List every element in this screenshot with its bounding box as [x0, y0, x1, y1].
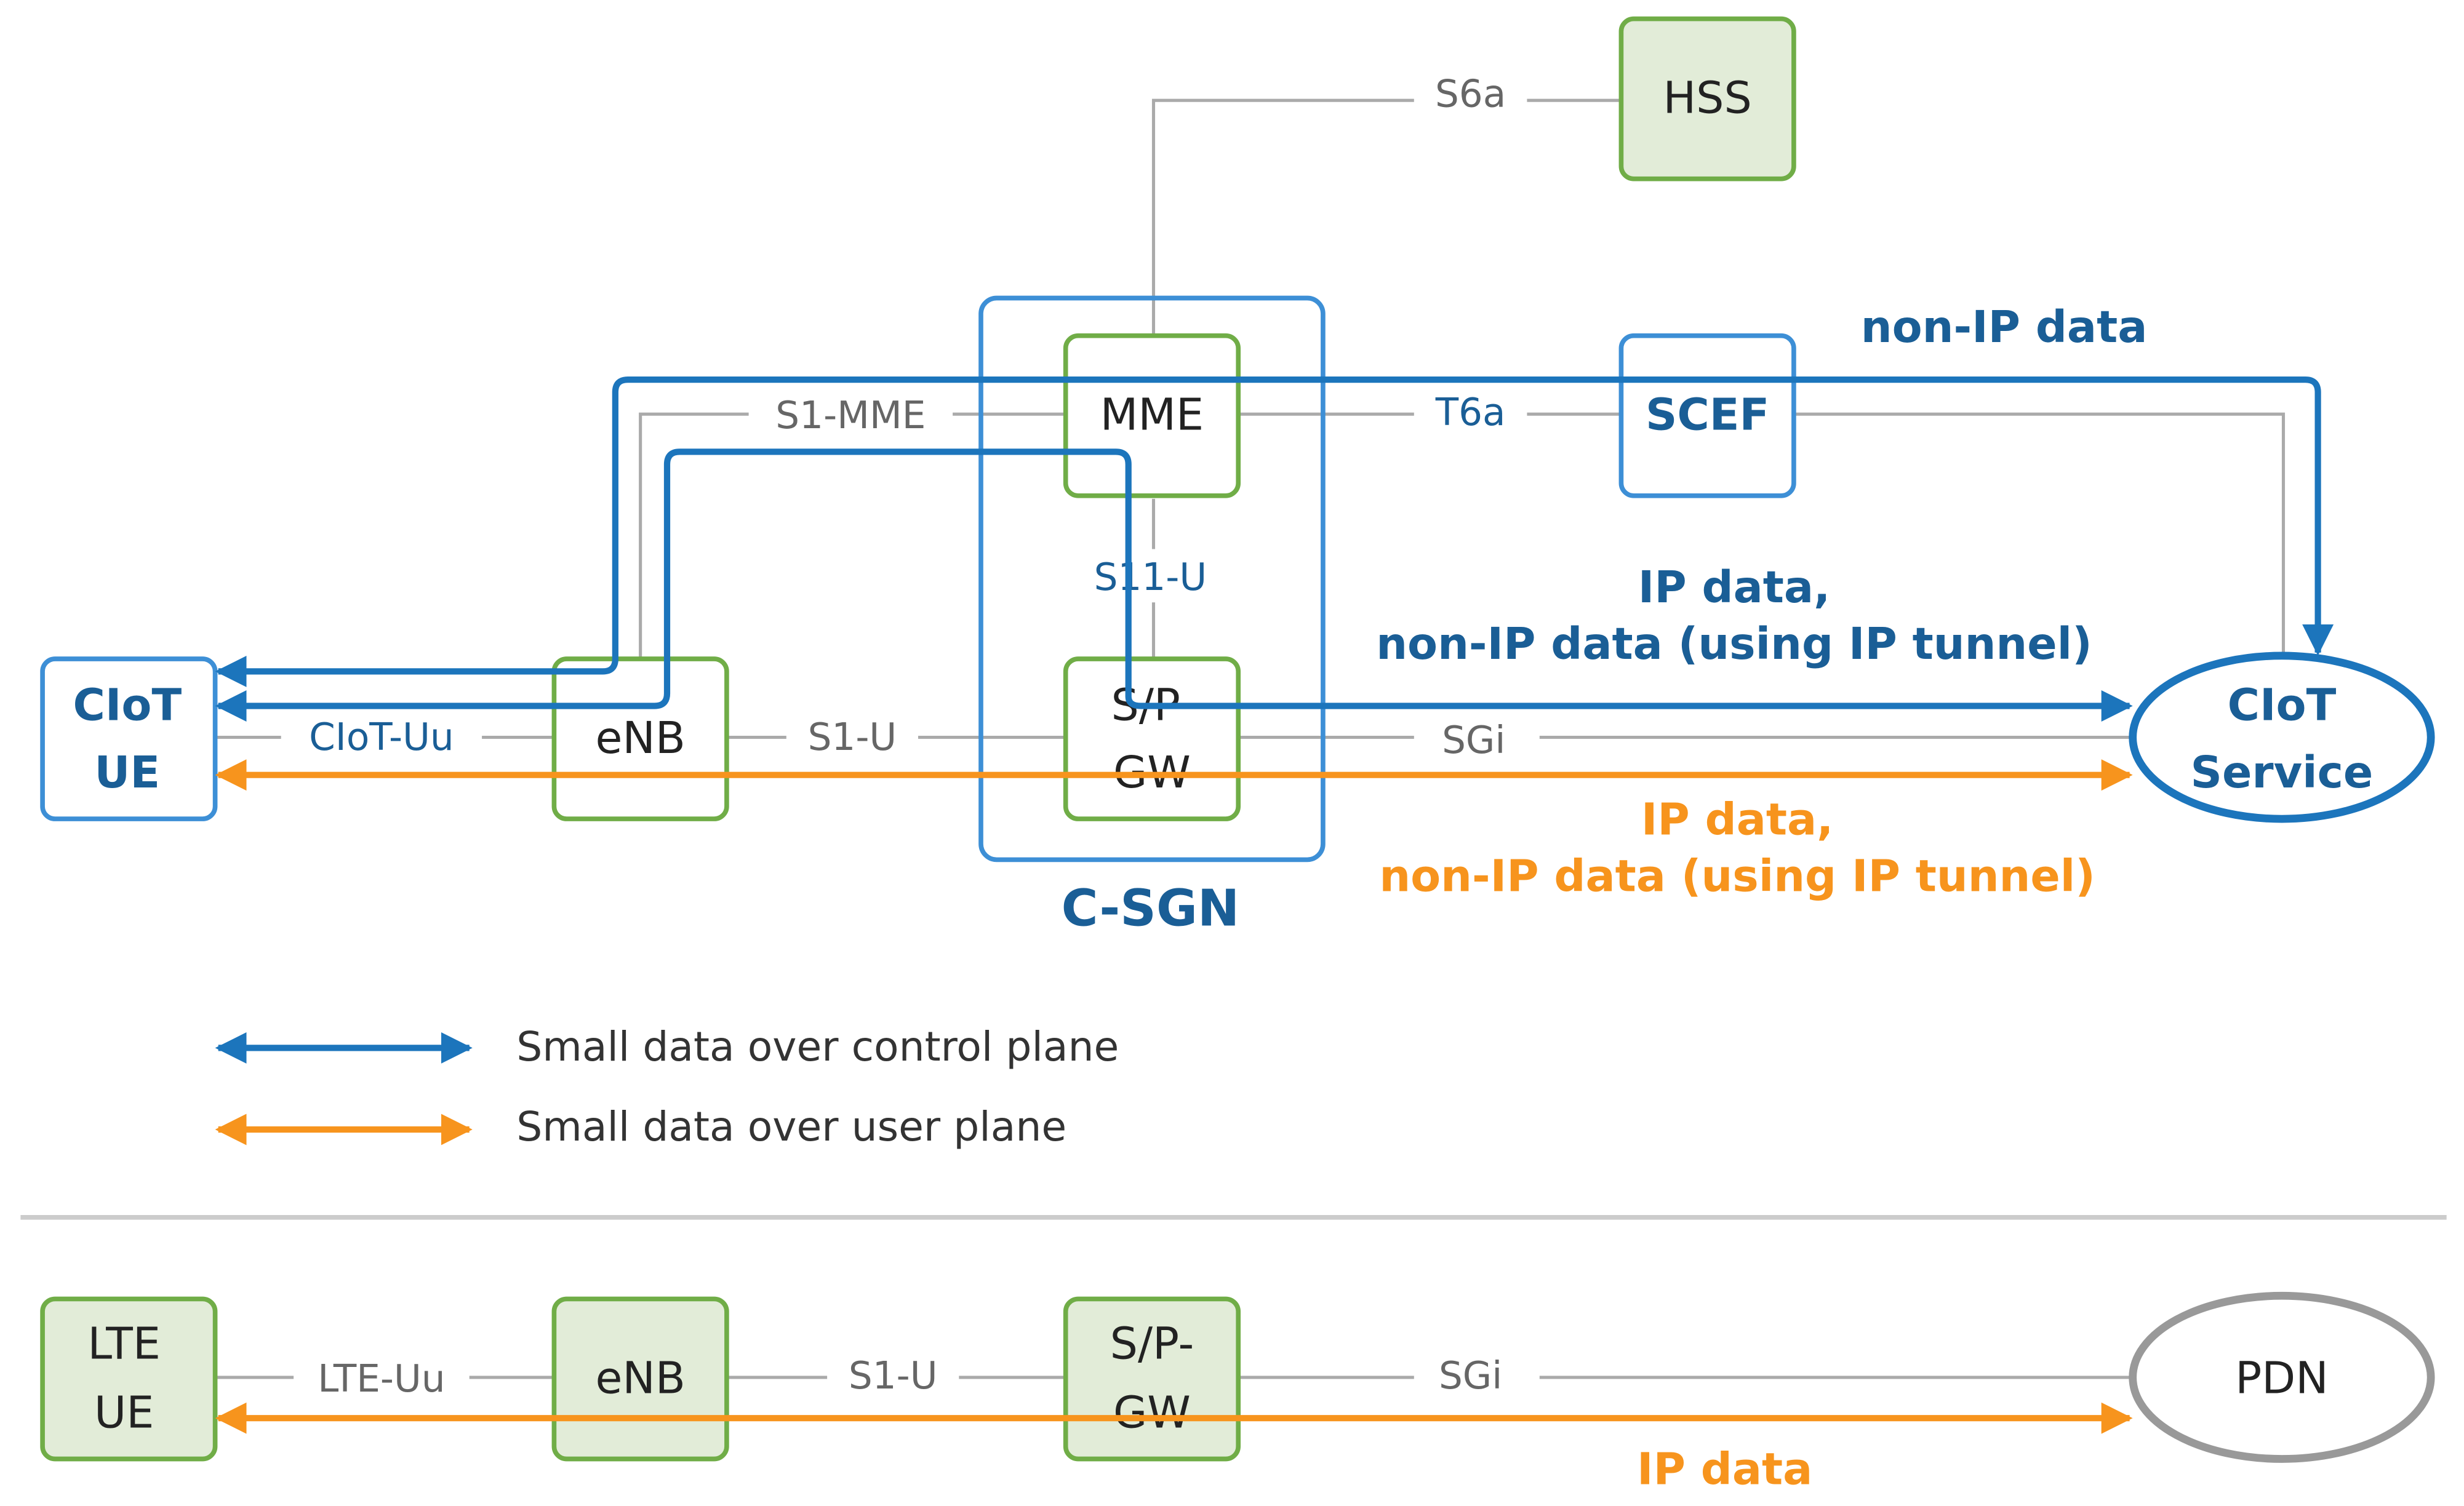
enb-node-bottom: eNB	[551, 1296, 729, 1462]
ciot-service-label-1: CIoT	[2228, 679, 2337, 730]
s11-u-label: S11-U	[1094, 556, 1207, 599]
interface-labels-bottom: LTE-Uu S1-U SGi	[294, 1349, 1540, 1406]
interface-labels-top: S6a S1-MME T6a S11-U CIoT-Uu S1-U SGi	[281, 69, 1540, 766]
pdn-node: PDN	[2129, 1291, 2435, 1463]
scef-label: SCEF	[1646, 389, 1769, 440]
non-ip-data-label: non-IP data	[1861, 301, 2148, 353]
lte-ue-label-1: LTE	[87, 1318, 161, 1369]
enb-label-top: eNB	[595, 712, 685, 763]
lte-ue-node: LTE UE	[40, 1296, 218, 1462]
ip-data-up-label-1: IP data,	[1641, 794, 1833, 845]
sgi-label-bottom: SGi	[1439, 1354, 1502, 1398]
s1-mme-label: S1-MME	[775, 394, 926, 437]
ip-data-cp-label-1: IP data,	[1638, 562, 1830, 613]
sgw-label-bottom-1: S/P-	[1110, 1318, 1194, 1369]
mme-node: MME	[1063, 333, 1241, 498]
ciot-ue-label-1: CIoT	[73, 679, 182, 730]
enb-label-bottom: eNB	[595, 1352, 685, 1403]
t6a-label: T6a	[1435, 391, 1506, 434]
ip-data-cp-arrow	[215, 448, 2133, 722]
s6a-line	[1151, 98, 1622, 338]
ciot-service-node: CIoT Service	[2129, 651, 2435, 823]
ciot-ue-label-2: UE	[94, 747, 160, 798]
enb-node-top: eNB	[551, 656, 729, 821]
ciot-ue-node: CIoT UE	[40, 656, 218, 821]
legend: Small data over control plane Small data…	[215, 1022, 1119, 1150]
lte-ue-label-2: UE	[94, 1387, 154, 1438]
sgw-node-bottom: S/P- GW	[1063, 1296, 1241, 1462]
scef-node: SCEF	[1618, 333, 1796, 498]
hss-label: HSS	[1663, 73, 1751, 124]
ip-data-lte-label: IP data	[1637, 1443, 1812, 1494]
csgn-box	[978, 295, 1326, 863]
ip-data-up-label-2: non-IP data (using IP tunnel)	[1379, 850, 2095, 901]
csgn-label: C-SGN	[1062, 880, 1240, 938]
lte-uu-label: LTE-Uu	[318, 1357, 445, 1401]
control-plane-flows	[215, 376, 2334, 722]
pdn-label: PDN	[2235, 1352, 2328, 1403]
scef-service-line	[1793, 412, 2286, 659]
ciot-uu-label: CIoT-Uu	[309, 715, 454, 759]
ciot-service-label-2: Service	[2191, 747, 2374, 798]
flow-labels: non-IP data IP data, non-IP data (using …	[1062, 301, 2148, 938]
sgi-label-top: SGi	[1442, 719, 1505, 762]
sgw-node-top: S/P GW	[1063, 656, 1241, 821]
ip-data-cp-label-2: non-IP data (using IP tunnel)	[1376, 618, 2092, 669]
legend-user-plane-label: Small data over user plane	[516, 1102, 1066, 1150]
s6a-label: S6a	[1435, 72, 1506, 116]
s1-u-label-bottom: S1-U	[849, 1354, 938, 1398]
hss-node: HSS	[1618, 16, 1796, 181]
s1-u-label-top: S1-U	[808, 715, 897, 759]
non-ip-data-arrow	[215, 376, 2334, 687]
sgw-label-bottom-2: GW	[1113, 1387, 1191, 1438]
mme-label: MME	[1100, 389, 1204, 440]
legend-control-plane-label: Small data over control plane	[516, 1022, 1119, 1070]
